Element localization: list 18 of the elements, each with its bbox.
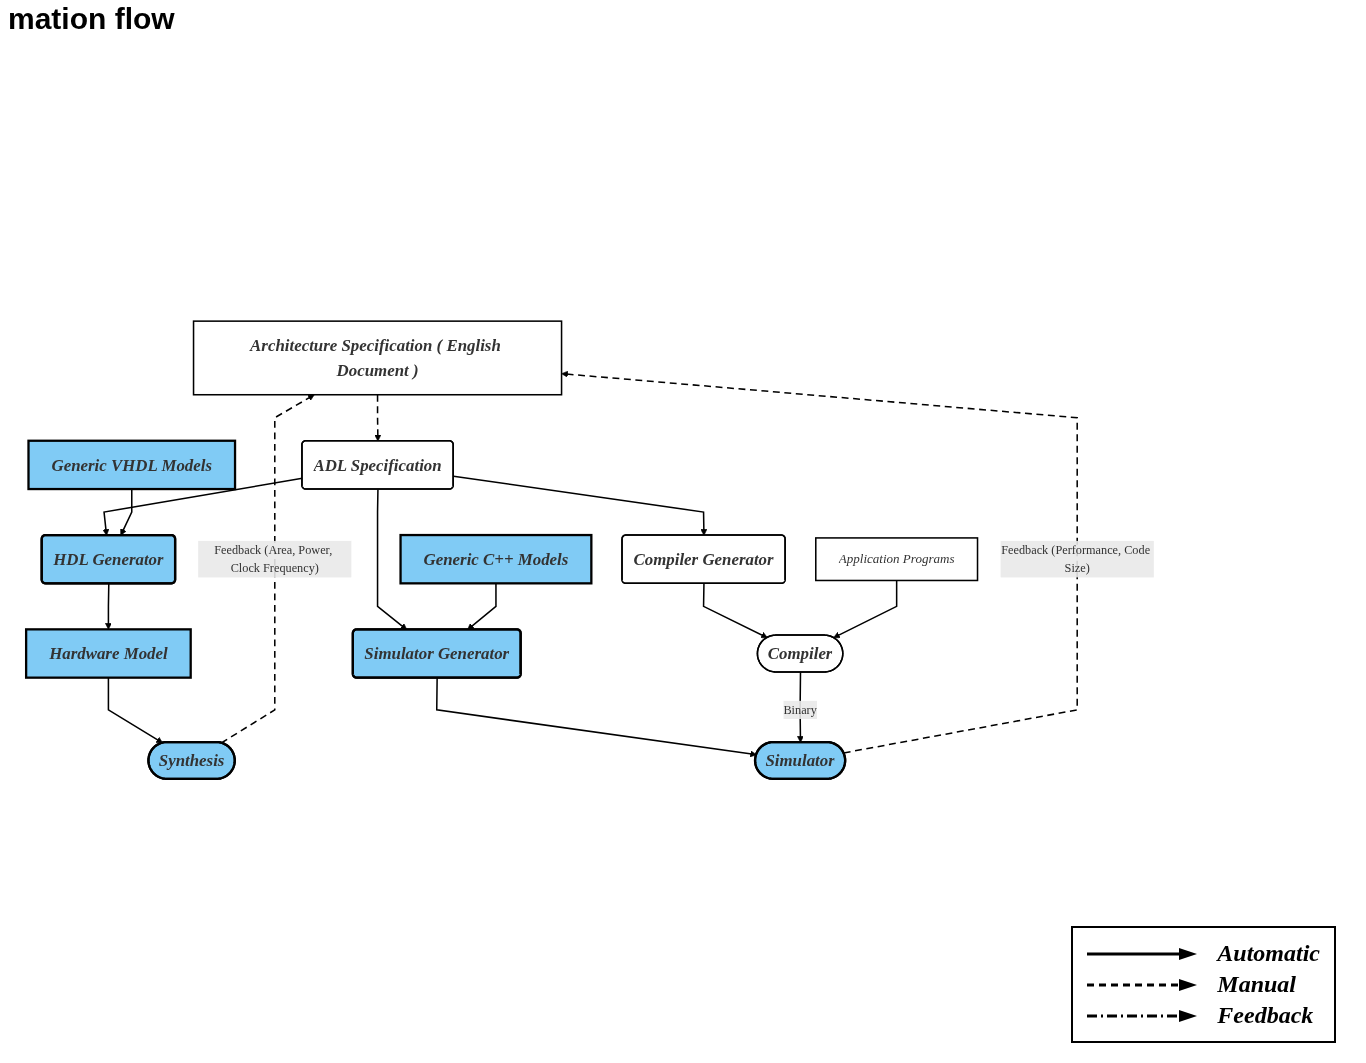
- arrow: [374, 393, 382, 442]
- title: mation flow: [8, 2, 175, 36]
- arrow: [702, 582, 768, 639]
- legend-label: Manual: [1217, 971, 1296, 998]
- edge-label: Feedback (Area, Power, Clock Frequency): [214, 543, 333, 575]
- node-box: Application Programs: [815, 537, 979, 582]
- arrow: [561, 370, 1078, 754]
- legend-label: Feedback: [1217, 1002, 1314, 1029]
- edge-label: Binary: [783, 702, 817, 716]
- node-box: Generic C++ Models: [399, 533, 593, 585]
- legend-label: Automatic: [1217, 940, 1320, 967]
- node-box: Architecture Specification ( English Document ): [192, 320, 563, 396]
- edge-label: Feedback (Performance, Code Size): [1001, 543, 1151, 575]
- arrow: [220, 394, 315, 744]
- node-box: Generic VHDL Models: [27, 439, 237, 491]
- node-box: Hardware Model: [25, 628, 192, 679]
- arrow: [833, 579, 898, 639]
- arrow: [435, 677, 757, 758]
